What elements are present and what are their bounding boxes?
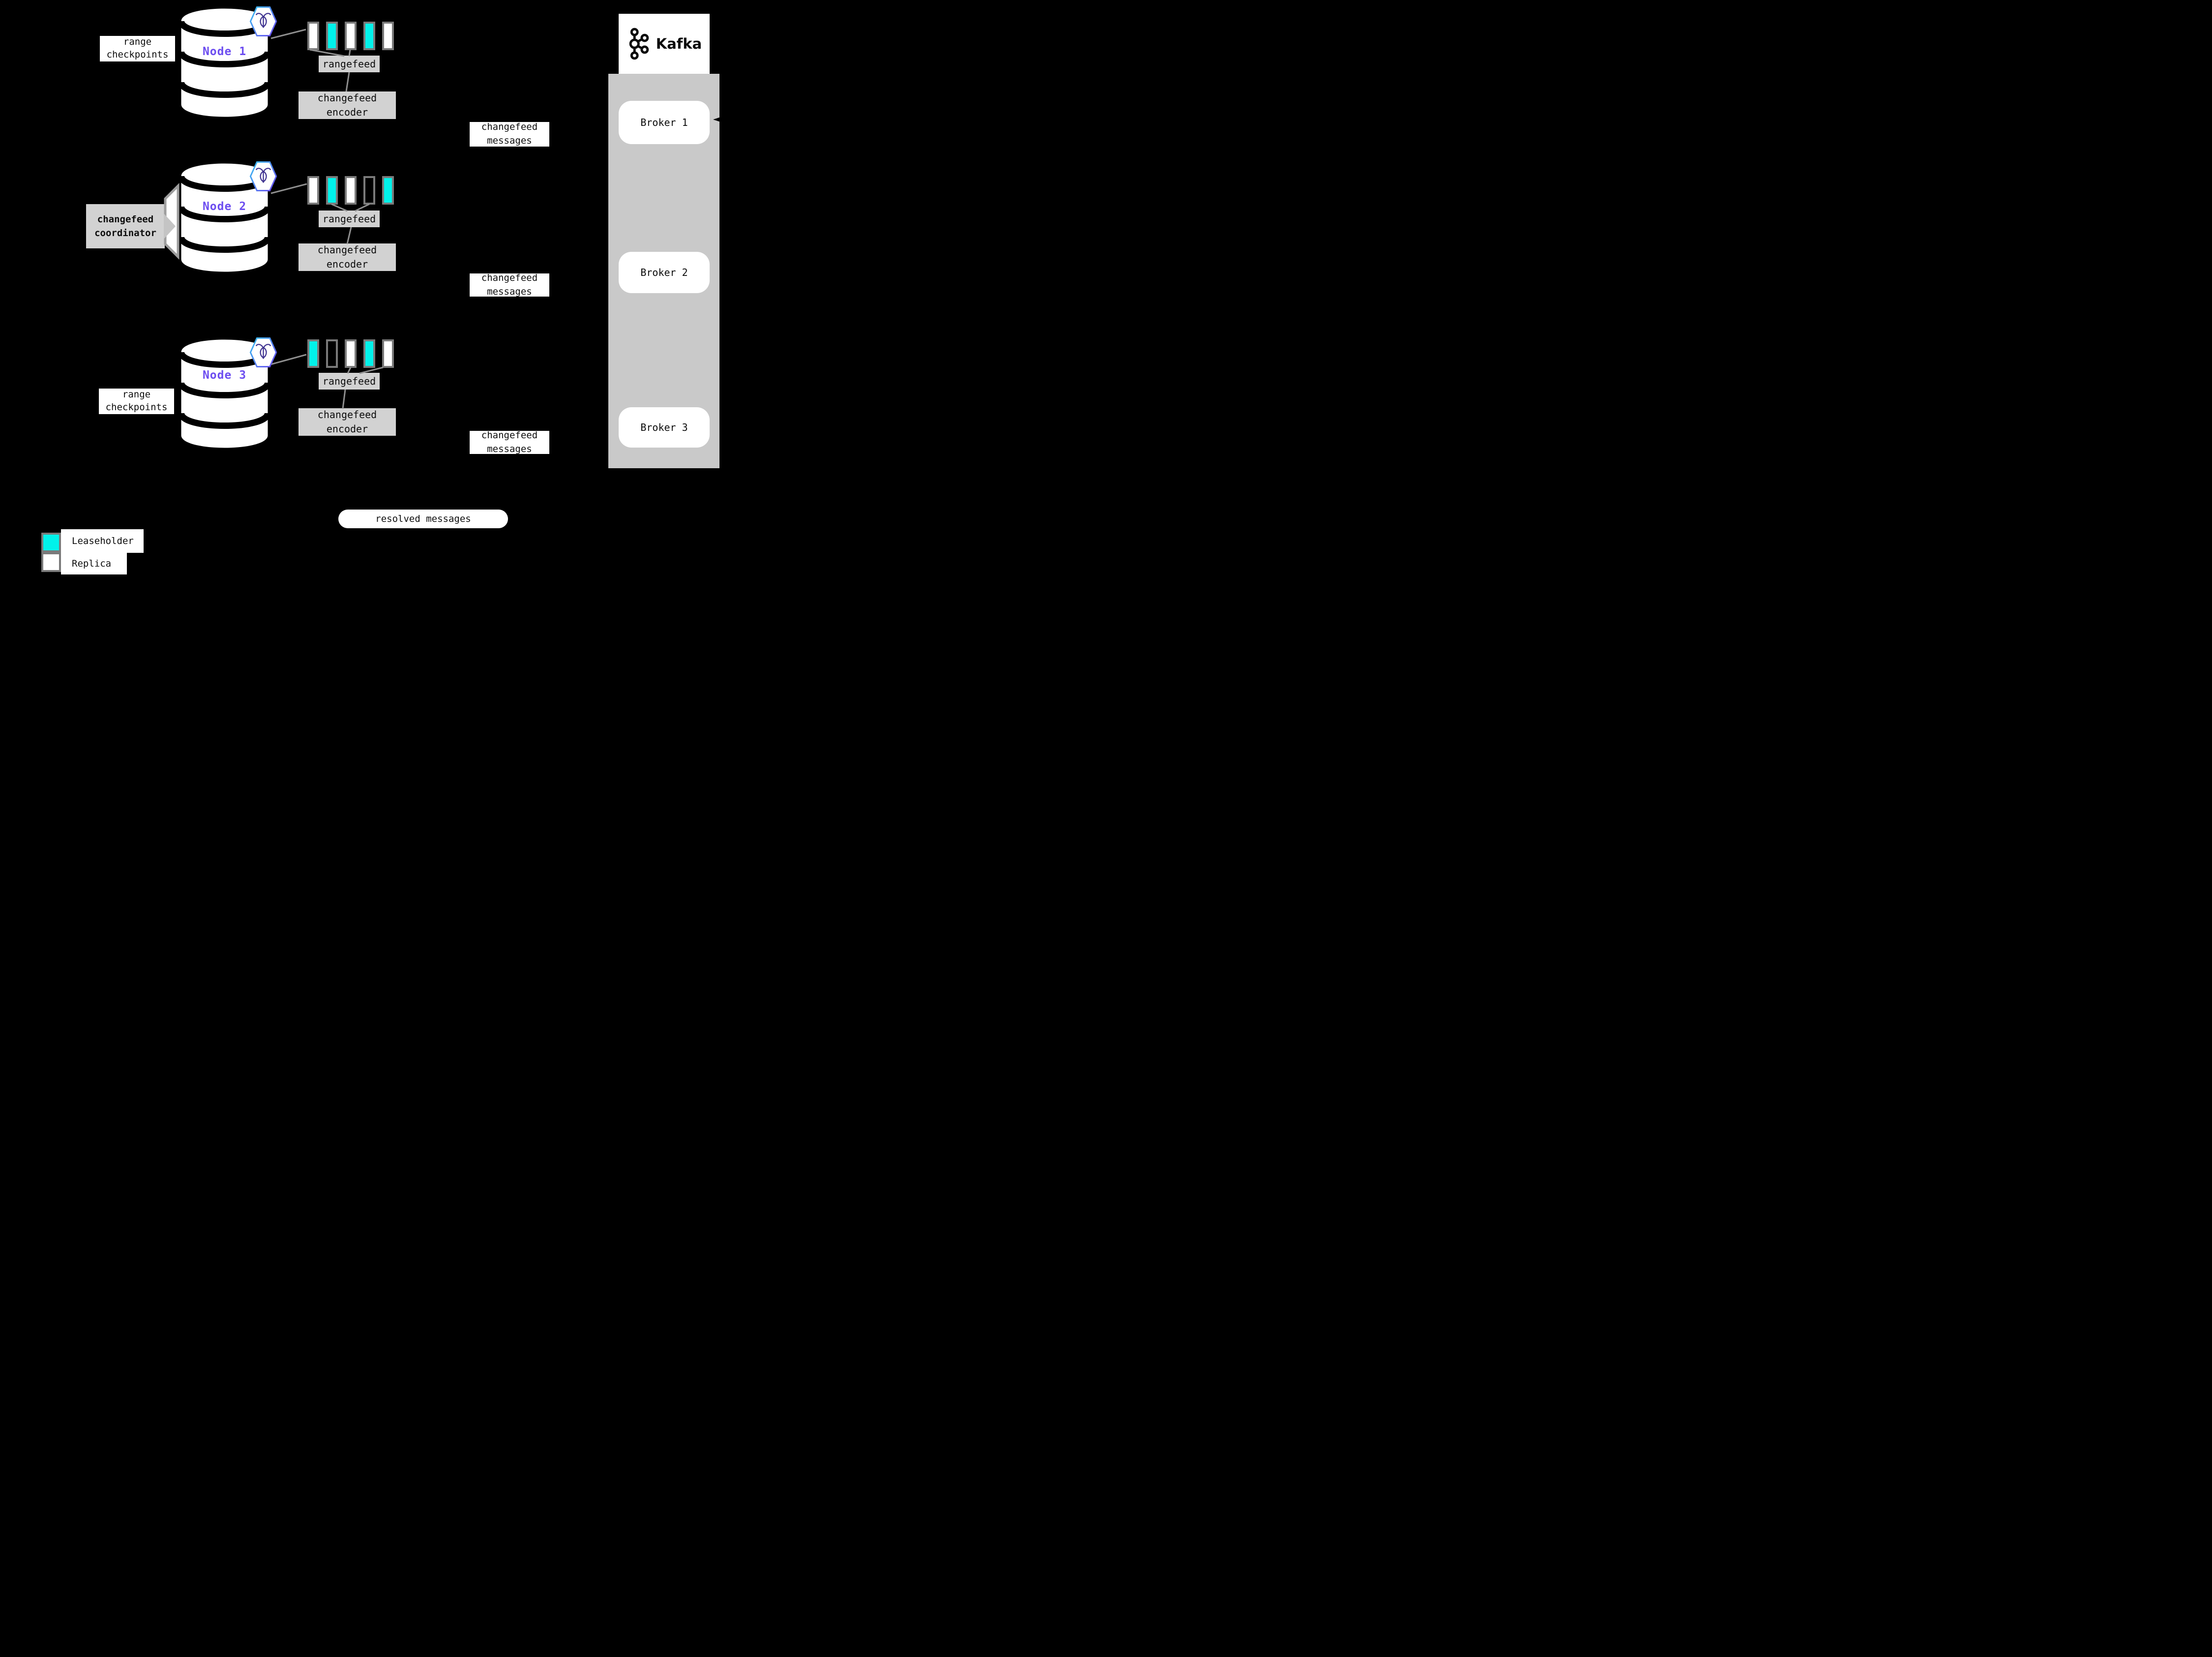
- changefeed-encoder-text: changefeed encoder: [317, 244, 377, 270]
- changefeed-messages-text: changefeed messages: [481, 429, 538, 454]
- range-replica-square: [382, 22, 394, 50]
- node3-changefeed-encoder-box: changefeed encoder: [299, 408, 396, 436]
- legend-replica-label: Replica: [61, 553, 127, 574]
- changefeed-encoder-text: changefeed encoder: [317, 409, 377, 435]
- range-replica-square: [307, 22, 319, 50]
- node3-ranges-row: [307, 339, 394, 368]
- range-replica-square: [345, 339, 357, 368]
- kafka-wordmark: Kafka: [656, 35, 702, 52]
- range-leaseholder-square: [326, 22, 338, 50]
- changefeed-architecture-diagram: Kafka Broker 1 Broker 2 Broker 3 range c…: [0, 0, 771, 577]
- range-empty-square: [326, 339, 338, 368]
- range-replica-square: [382, 339, 394, 368]
- broker-3-label: Broker 3: [640, 422, 688, 433]
- node2-label: Node 2: [202, 200, 247, 213]
- legend-replica-row-bg: [61, 553, 127, 574]
- broker-1-label: Broker 1: [640, 117, 688, 128]
- replica-text: Replica: [72, 558, 112, 569]
- broker-2-label: Broker 2: [640, 267, 688, 278]
- node2-rangefeed-box: rangefeed: [319, 211, 380, 227]
- node1-label: Node 1: [202, 45, 247, 58]
- legend-replica-swatch: [41, 552, 61, 572]
- range-replica-square: [307, 176, 319, 205]
- legend-leaseholder-label: Leaseholder: [61, 529, 144, 553]
- broker-box-1: Broker 1: [619, 101, 710, 144]
- line-range4-to-rangefeed2: [355, 203, 370, 212]
- line-range2-to-rangefeed2: [331, 203, 348, 212]
- coordinator-pointer-shape: [164, 213, 176, 239]
- node1-changefeed-encoder-box: changefeed encoder: [299, 91, 396, 119]
- node2-database-cylinder-icon: [179, 163, 269, 272]
- line-rangefeed3-to-encoder3: [342, 389, 346, 409]
- cockroachdb-logo-icon: [249, 6, 277, 36]
- line-rangefeed2-to-encoder2: [346, 227, 352, 244]
- legend-leaseholder-swatch: [41, 533, 61, 552]
- coordinator-flag-shape: [164, 182, 179, 260]
- node1-changefeed-messages-label: changefeed messages: [470, 121, 549, 147]
- node2-changefeed-encoder-box: changefeed encoder: [299, 243, 396, 271]
- cockroachdb-logo-icon: [249, 161, 277, 191]
- kafka-logo-box: Kafka: [619, 14, 710, 74]
- cockroachdb-logo-icon: [249, 337, 277, 367]
- node3-range-checkpoints-label: range checkpoints: [99, 389, 174, 414]
- node1-rangefeed-box: rangefeed: [319, 56, 380, 72]
- node1-ranges-row: [307, 22, 394, 50]
- node2-changefeed-messages-label: changefeed messages: [470, 272, 549, 297]
- node2-changefeed-coordinator-label: changefeed coordinator: [86, 204, 165, 248]
- range-checkpoints-text: range checkpoints: [105, 389, 168, 413]
- node2-ranges-row: [307, 176, 394, 205]
- range-leaseholder-square: [307, 339, 319, 368]
- rangefeed-text: rangefeed: [322, 375, 376, 387]
- kafka-logo-icon: [629, 28, 649, 60]
- changefeed-encoder-text: changefeed encoder: [317, 92, 377, 118]
- range-empty-square: [363, 176, 375, 205]
- node3-changefeed-messages-label: changefeed messages: [470, 429, 549, 454]
- range-replica-square: [345, 176, 357, 205]
- node3-label: Node 3: [202, 369, 247, 382]
- broker-box-2: Broker 2: [619, 252, 710, 293]
- leaseholder-text: Leaseholder: [72, 536, 134, 546]
- changefeed-messages-text: changefeed messages: [481, 272, 538, 297]
- range-leaseholder-square: [363, 22, 375, 50]
- resolved-messages-text: resolved messages: [375, 513, 471, 524]
- line-rangefeed1-to-encoder1: [345, 72, 350, 92]
- legend-leaseholder-row-bg: [61, 529, 144, 553]
- resolved-messages-pill: resolved messages: [338, 510, 508, 528]
- changefeed-messages-text: changefeed messages: [481, 121, 538, 146]
- node3-rangefeed-box: rangefeed: [319, 373, 380, 390]
- node1-range-checkpoints-label: range checkpoints: [100, 36, 175, 61]
- range-replica-square: [345, 22, 357, 50]
- rangefeed-text: rangefeed: [322, 213, 376, 225]
- range-leaseholder-square: [382, 176, 394, 205]
- broker-box-3: Broker 3: [619, 407, 710, 448]
- changefeed-coordinator-text: changefeed coordinator: [94, 213, 156, 239]
- rangefeed-text: rangefeed: [322, 58, 376, 70]
- range-checkpoints-text: range checkpoints: [106, 36, 169, 60]
- range-leaseholder-square: [363, 339, 375, 368]
- range-leaseholder-square: [326, 176, 338, 205]
